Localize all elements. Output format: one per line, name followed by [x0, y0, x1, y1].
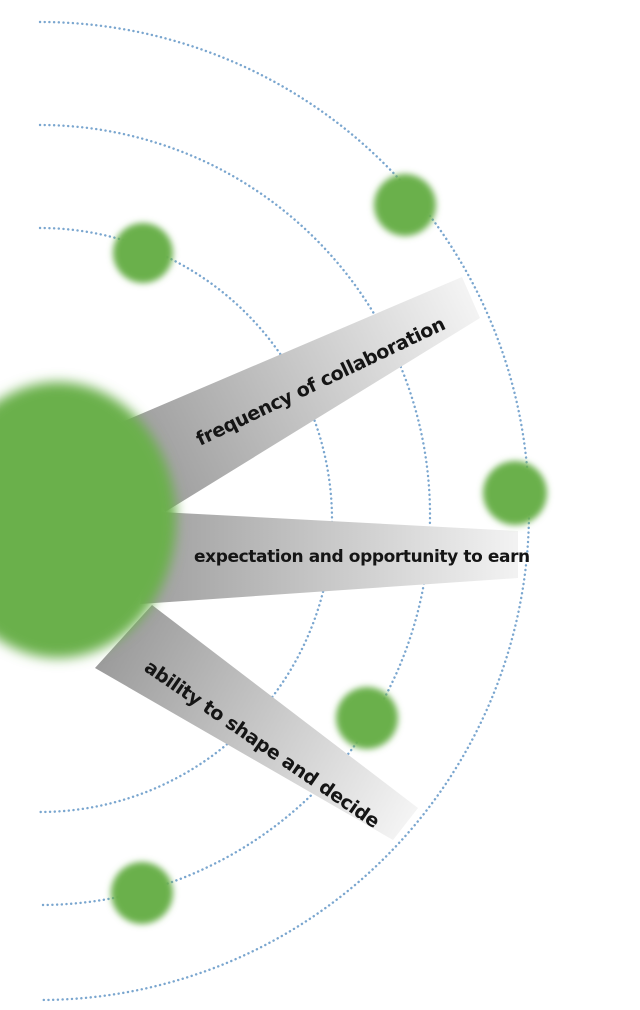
ring-3 [38, 20, 531, 1002]
ring-2 [38, 123, 432, 907]
label-decide: ability to shape and decide [140, 656, 383, 833]
center-node [0, 382, 176, 658]
node-top-inner [113, 223, 173, 283]
concentric-rings [38, 20, 531, 1002]
beam-decide [95, 605, 418, 840]
node-bottom [111, 862, 173, 924]
node-top-outer [374, 174, 436, 236]
node-right [483, 461, 547, 525]
label-earn: expectation and opportunity to earn [194, 547, 530, 567]
node-lower-mid [336, 687, 398, 749]
nodes [0, 174, 547, 924]
beam-earn [140, 512, 518, 604]
beam-collaboration [115, 277, 480, 512]
beams [95, 277, 518, 840]
